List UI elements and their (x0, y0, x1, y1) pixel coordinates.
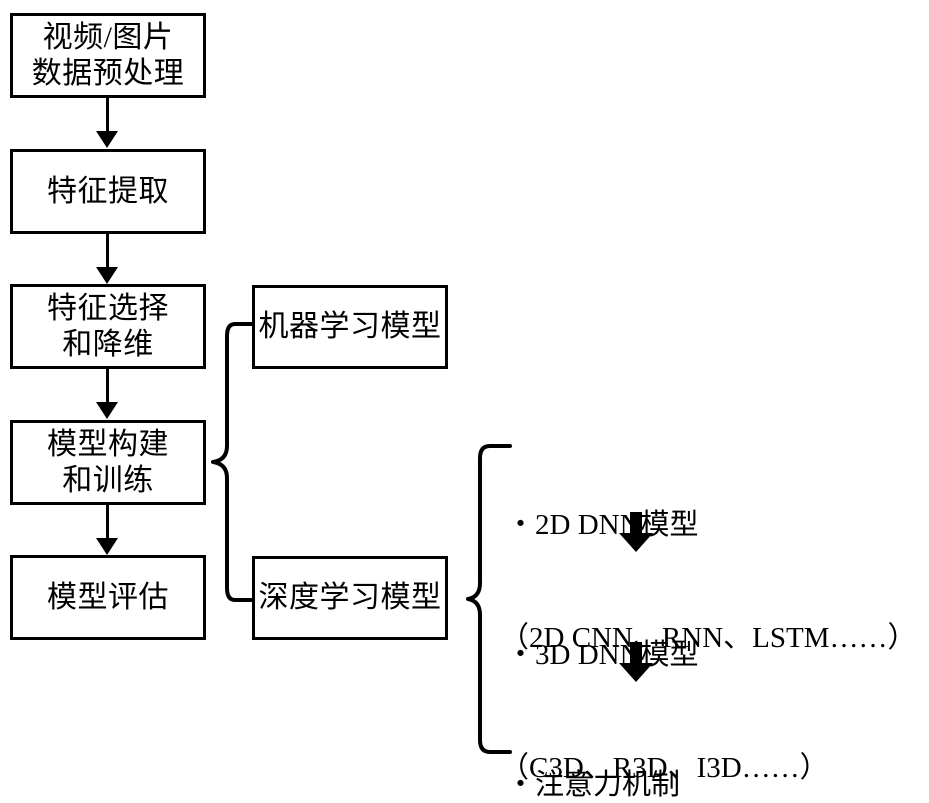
node-model-building-line2: 和训练 (62, 463, 154, 497)
deep-learning-item-attention: ・注意力机制 （时序注意力、空间注意力、 transformer……） (506, 692, 877, 803)
connector-line-build-to-eval (106, 505, 109, 539)
connector-line-extract-to-select (106, 234, 109, 268)
item-attention-heading: ・注意力机制 (506, 769, 681, 802)
left-curly-brace-icon (207, 320, 253, 604)
right-curly-brace-icon (464, 442, 512, 756)
down-arrow-icon (96, 267, 118, 284)
node-feature-extraction[interactable]: 特征提取 (10, 149, 206, 234)
node-feature-selection[interactable]: 特征选择 和降维 (10, 284, 206, 369)
node-feature-extraction-line1: 特征提取 (47, 174, 169, 208)
item-3d-dnn-detail: （C3D、R3D、I3D……） (500, 752, 829, 785)
item-3d-dnn-heading: ・3D DNN模型 (506, 639, 699, 672)
node-deep-learning-model[interactable]: 深度学习模型 (252, 556, 448, 640)
node-machine-learning-model[interactable]: 机器学习模型 (252, 285, 448, 369)
down-block-arrow-icon (617, 642, 655, 682)
down-arrow-icon (96, 538, 118, 555)
node-feature-selection-line1: 特征选择 (47, 292, 169, 326)
node-machine-learning-model-label: 机器学习模型 (258, 310, 442, 344)
node-preprocess[interactable]: 视频/图片 数据预处理 (10, 13, 206, 98)
down-block-arrow-icon (617, 512, 655, 552)
node-model-building-line1: 模型构建 (47, 428, 169, 462)
node-model-building[interactable]: 模型构建 和训练 (10, 420, 206, 505)
node-feature-selection-line2: 和降维 (62, 327, 154, 361)
item-2d-dnn-detail: （2D CNN、RNN、LSTM……） (500, 622, 917, 655)
connector-line-preprocess-to-extract (106, 98, 109, 132)
down-arrow-icon (96, 402, 118, 419)
node-model-evaluation-line1: 模型评估 (47, 580, 169, 614)
node-preprocess-line2: 数据预处理 (31, 56, 185, 90)
item-2d-dnn-heading: ・2D DNN模型 (506, 509, 699, 542)
node-deep-learning-model-label: 深度学习模型 (258, 581, 442, 615)
connector-line-select-to-build (106, 369, 109, 403)
down-arrow-icon (96, 131, 118, 148)
node-model-evaluation[interactable]: 模型评估 (10, 555, 206, 640)
node-preprocess-line1: 视频/图片 (42, 21, 174, 55)
